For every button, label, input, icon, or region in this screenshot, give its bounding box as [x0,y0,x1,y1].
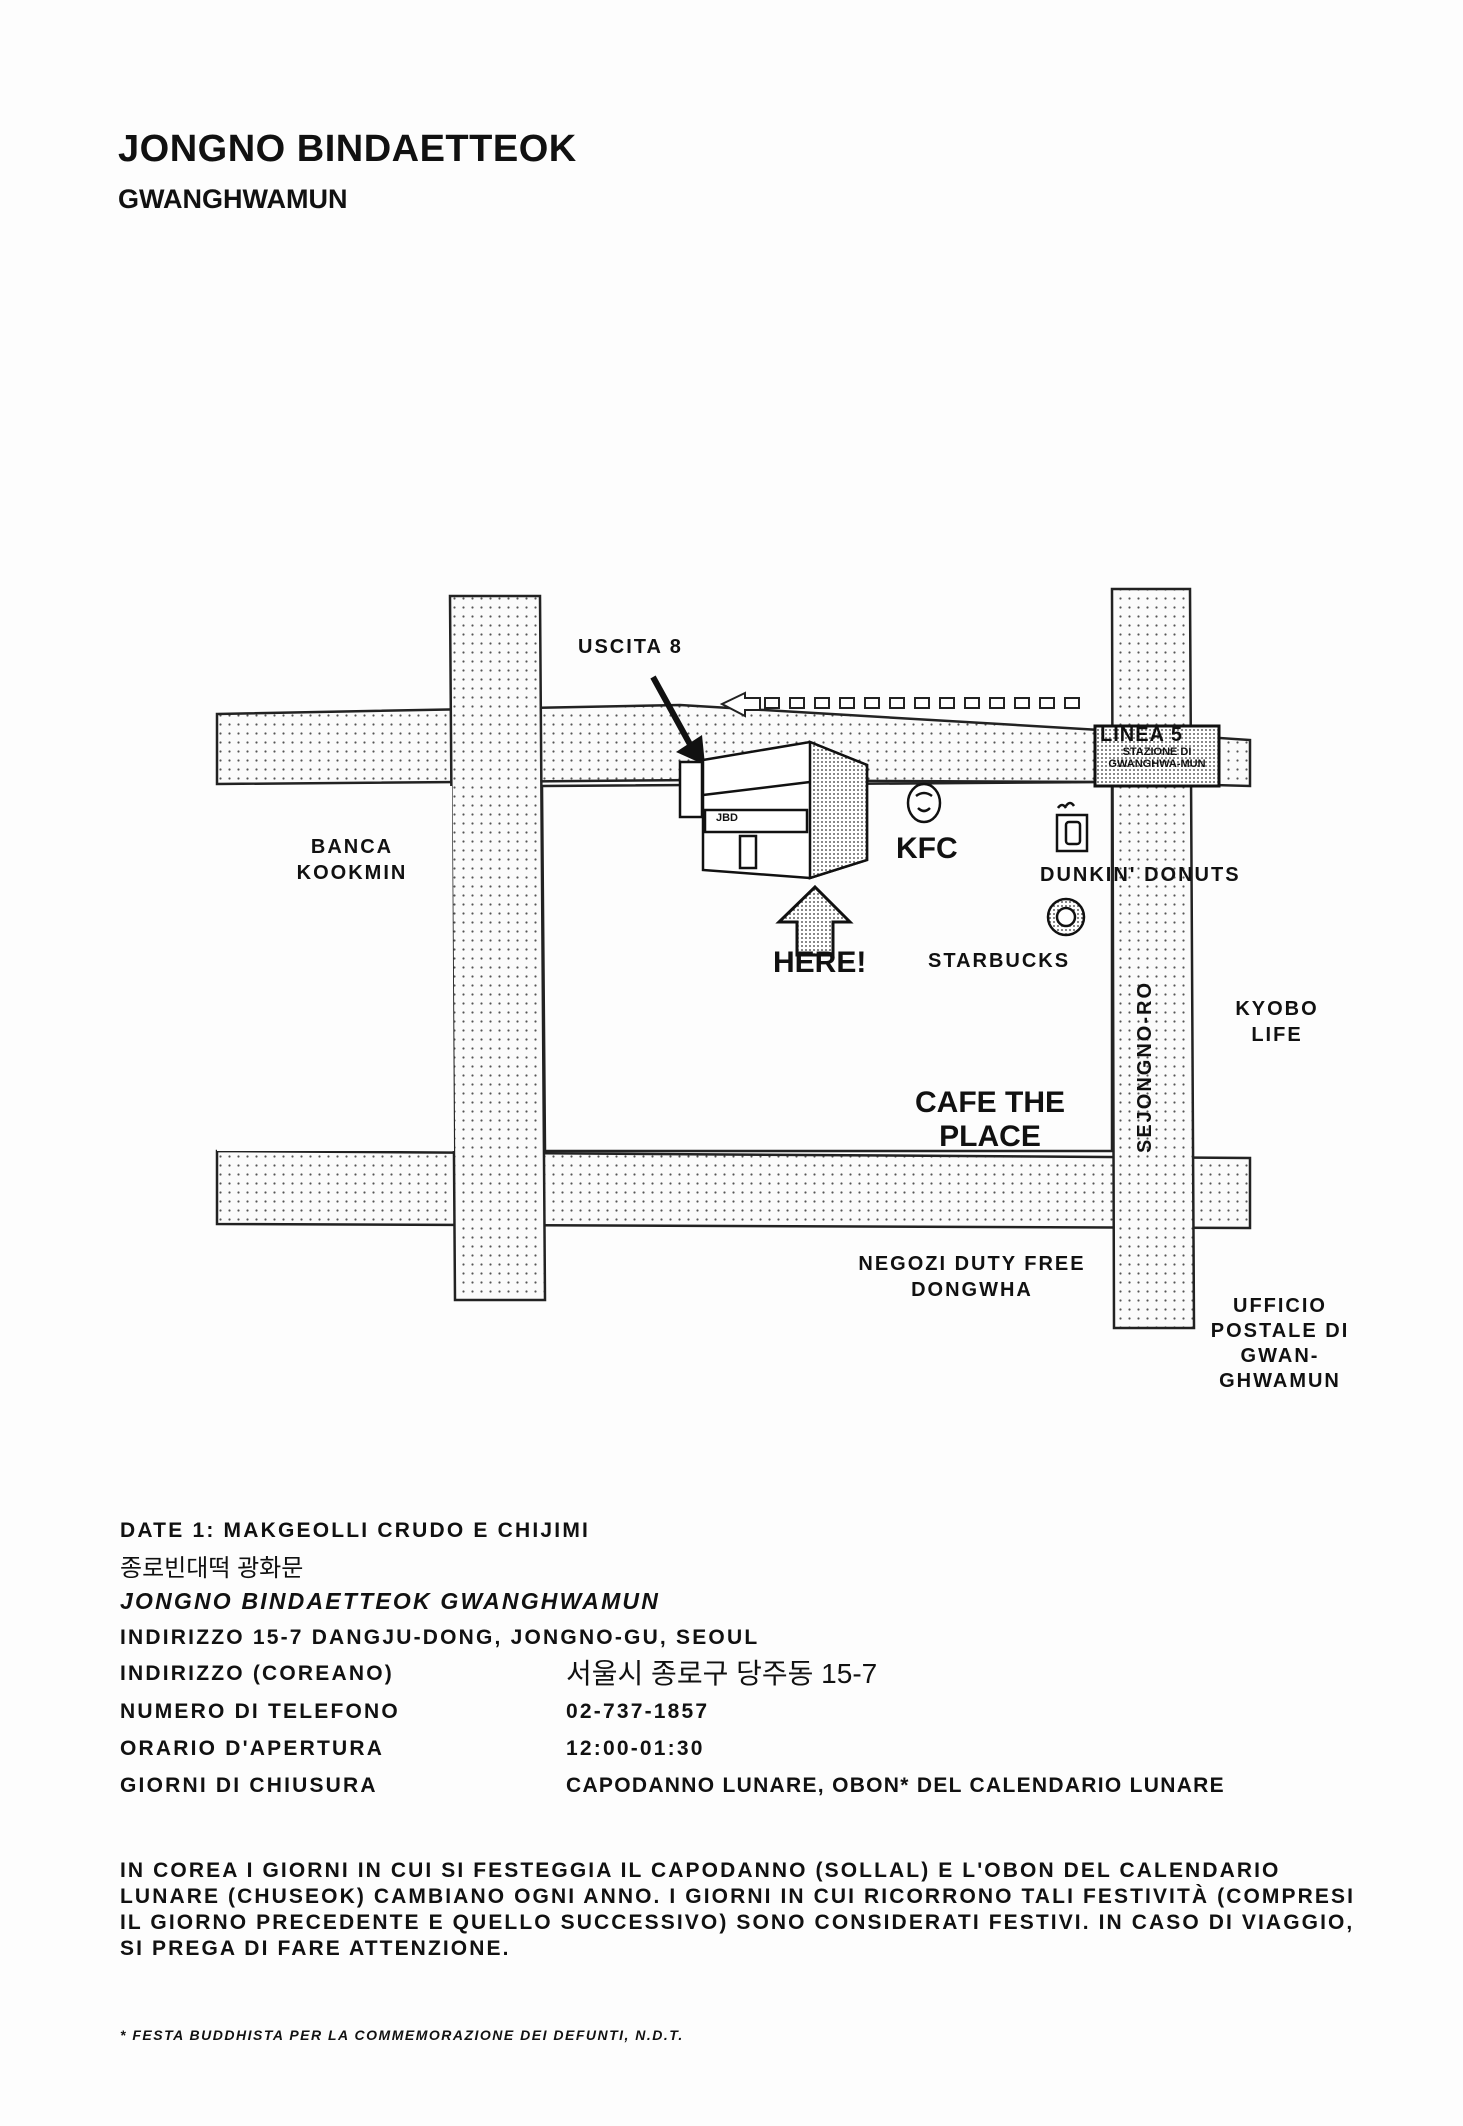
landmark-duty-free: NEGOZI DUTY FREE DONGWHA [858,1253,1086,1301]
landmark-kyobo: KYOBO LIFE [1235,998,1319,1046]
row-value-korean-address: 서울시 종로구 당주동 15-7 [566,1658,878,1689]
restaurant-building-icon [678,740,869,880]
here-label: HERE! [773,946,867,979]
landmark-bank: BANCA KOOKMIN [296,836,408,884]
row-label-closing: GIORNI DI CHIUSURA [120,1774,378,1797]
date-line: DATE 1: MAKGEOLLI CRUDO E CHIJIMI [120,1519,591,1542]
starbucks-logo-icon [1046,897,1086,937]
here-arrow-icon [775,884,854,957]
exit-arrow-icon [650,675,705,765]
station-line-label: LINEA 5 [1100,724,1183,746]
landmark-starbucks: STARBUCKS [928,950,1071,972]
landmark-kfc: KFC [896,832,958,865]
korean-name: 종로빈대떡 광화문 [120,1555,304,1582]
row-label-hours: ORARIO D'APERTURA [120,1737,385,1760]
holiday-note: IN COREA I GIORNI IN CUI SI FESTEGGIA IL… [120,1859,1356,1960]
street-label: SEJONGNO-RO [1134,980,1156,1153]
row-value-phone: 02-737-1857 [566,1700,710,1723]
page-title: JONGNO BINDAETTEOK [118,128,577,170]
landmark-cafe: CAFE THE PLACE [915,1086,1065,1153]
kfc-logo-icon [906,782,942,824]
road-bottom [215,1149,1252,1230]
footnote: * FESTA BUDDHISTA PER LA COMMEMORAZIONE … [120,2027,684,2043]
row-value-hours: 12:00-01:30 [566,1737,705,1760]
row-value-closing: CAPODANNO LUNARE, OBON* DEL CALENDARIO L… [566,1774,1225,1797]
building-sign: JBD [716,812,739,824]
row-label-phone: NUMERO DI TELEFONO [120,1700,400,1723]
station-name-label: STAZIONE DI GWANGHWA-MUN [1108,746,1206,770]
page-subtitle: GWANGHWAMUN [118,184,348,214]
road-right [1110,587,1196,1330]
station-box [1093,724,1221,788]
road-left [448,594,547,1302]
row-label-korean-address: INDIRIZZO (COREANO) [120,1662,394,1685]
address: INDIRIZZO 15-7 DANGJU-DONG, JONGNO-GU, S… [120,1626,760,1649]
roads [215,587,1252,1330]
dunkin-cup-icon [1055,801,1089,853]
restaurant-name: JONGNO BINDAETTEOK GWANGHWAMUN [120,1588,661,1614]
landmark-dunkin: DUNKIN' DONUTS [1040,864,1241,886]
walking-route-arrow [719,691,1080,718]
exit-label: USCITA 8 [578,636,683,658]
landmark-post-office: UFFICIO POSTALE DI GWAN-GHWAMUN [1210,1295,1350,1392]
